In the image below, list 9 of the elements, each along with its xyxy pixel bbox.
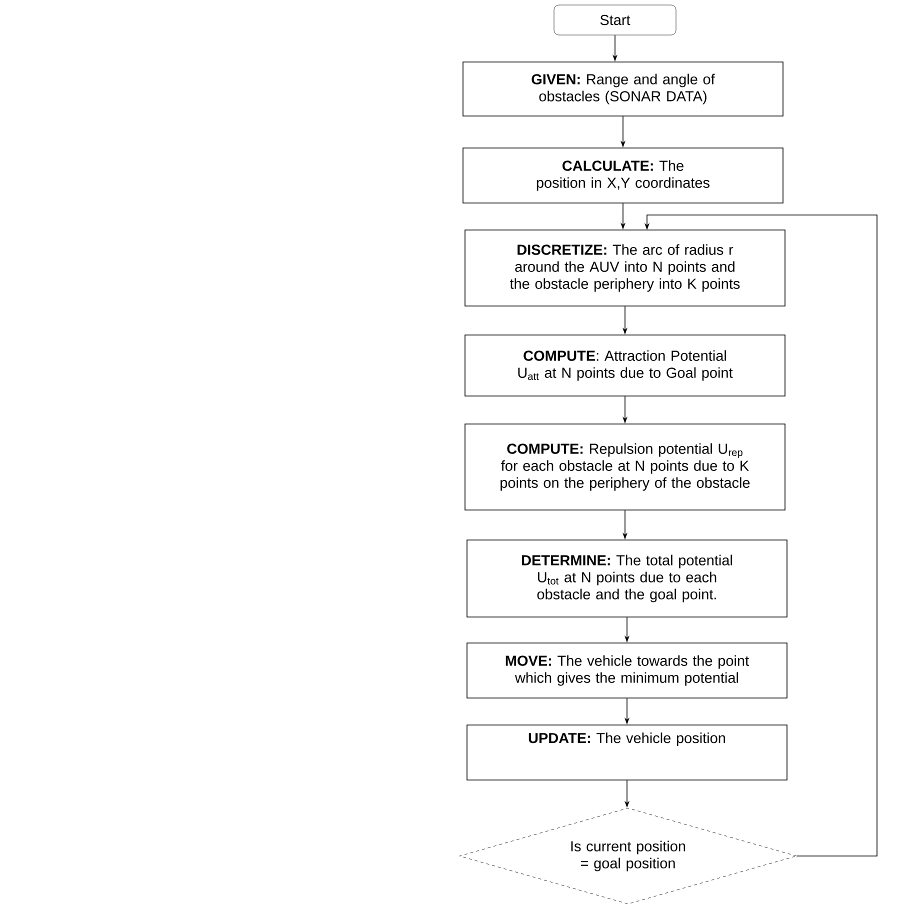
process-box: COMPUTE: Repulsion potential U$_{rep}$ for each obstacle at N points due to K points on the periphery of the obstacle	[464, 424, 786, 510]
process-box: DETERMINE: The total potential U$_{tot}$ at N points due to each obstacle and the goal point.	[466, 540, 788, 618]
start-terminal: Start	[554, 4, 676, 36]
process-box: CALCULATE: The position in X,Y coordinates	[462, 148, 784, 204]
process-box: COMPUTE: Attraction Potential U$_{att}$ at N points due to Goal point	[464, 334, 786, 396]
process-box: MOVE: The vehicle towards the point which gives the minimum potential	[466, 642, 788, 698]
process-box: GIVEN: Range and angle of obstacles (SONAR DATA)	[462, 62, 784, 116]
process-box: DISCRETIZE: The arc of radius r around the AUV into N points and the obstacle periphery into K points	[464, 230, 786, 306]
process-box: UPDATE: The vehicle position	[466, 724, 788, 780]
